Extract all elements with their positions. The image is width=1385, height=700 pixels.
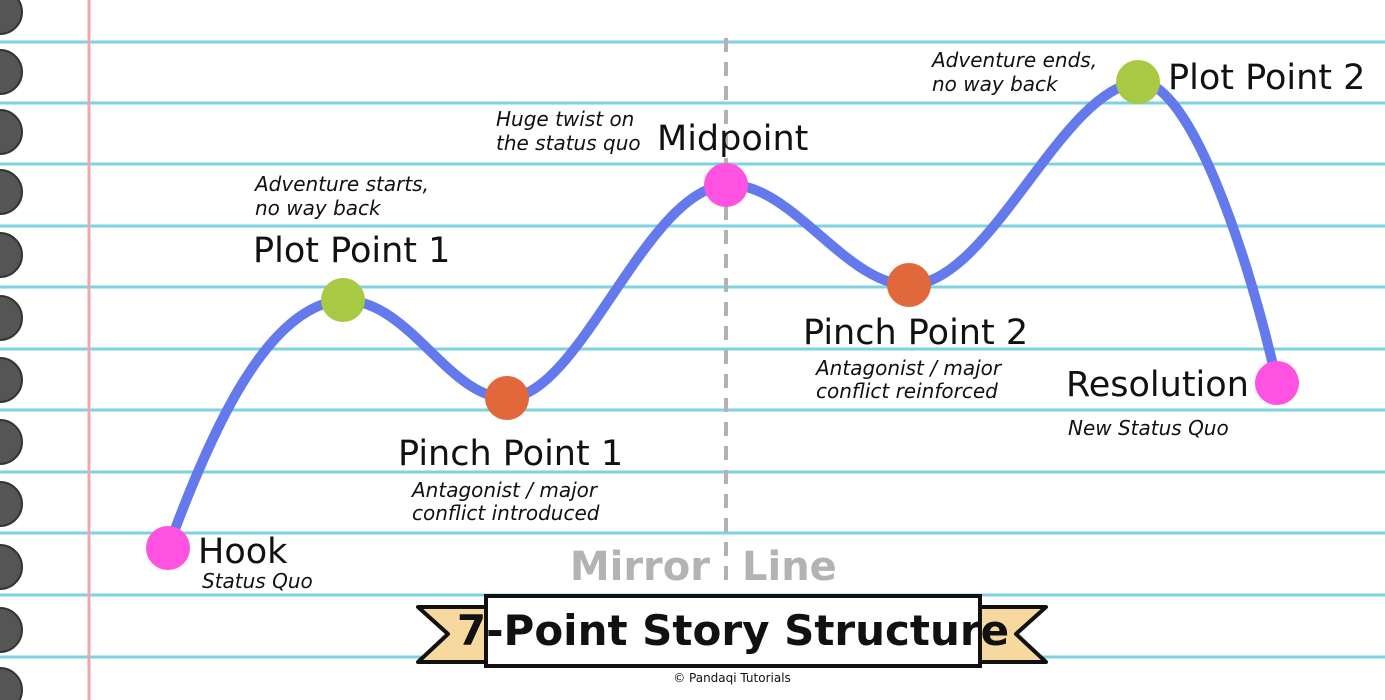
pinch-point-2-note: Antagonist / major [814, 356, 1003, 380]
pinch-point-2-marker [887, 263, 931, 307]
pinch-point-1-marker [485, 376, 529, 420]
title-box [484, 594, 982, 668]
binder-ring [0, 419, 23, 465]
plot-point-2-note: no way back [932, 72, 1059, 96]
credit-text: © Pandaqi Tutorials [673, 671, 791, 685]
midpoint-note: Huge twist on [496, 107, 634, 131]
plot-point-2-label: Plot Point 2 [1168, 58, 1365, 98]
resolution-point-marker [1255, 361, 1299, 405]
binder-ring [0, 49, 23, 95]
binder-ring [0, 109, 23, 155]
mirror-line-label-left: Mirror [570, 544, 710, 590]
binder-ring [0, 481, 23, 527]
pinch-point-1-label: Pinch Point 1 [398, 434, 623, 474]
diagram-title: 7-Point Story Structure [457, 606, 1009, 655]
binder-rings [0, 0, 23, 700]
midpoint-label: Midpoint [657, 119, 808, 159]
plot-point-2-marker [1116, 60, 1160, 104]
plot-point-1-note: Adventure starts, [253, 172, 429, 196]
binder-ring [0, 667, 23, 700]
hook-label: Hook [198, 532, 288, 572]
binder-ring [0, 357, 23, 403]
plot-point-1-label: Plot Point 1 [253, 231, 450, 271]
midpoint-marker [704, 163, 748, 207]
pinch-point-1-note: Antagonist / major [410, 478, 599, 502]
title-banner: 7-Point Story Structure © Pandaqi Tutori… [416, 594, 1048, 685]
midpoint-note: the status quo [496, 131, 641, 155]
hook-note: Status Quo [202, 569, 313, 593]
binder-ring [0, 607, 23, 653]
plot-point-1-note: no way back [255, 196, 382, 220]
binder-ring [0, 295, 23, 341]
pinch-point-1-note: conflict introduced [412, 501, 600, 525]
binder-ring [0, 544, 23, 590]
binder-ring [0, 0, 23, 35]
plot-point-1-marker [321, 278, 365, 322]
resolution-label: Resolution [1066, 365, 1249, 405]
resolution-note: New Status Quo [1068, 416, 1229, 440]
binder-ring [0, 169, 23, 215]
plot-point-2-note: Adventure ends, [930, 48, 1097, 72]
mirror-line-label-right: Line [742, 544, 837, 590]
pinch-point-2-note: conflict reinforced [816, 379, 998, 403]
hook-point-marker [146, 526, 190, 570]
pinch-point-2-label: Pinch Point 2 [803, 313, 1028, 353]
binder-ring [0, 232, 23, 278]
